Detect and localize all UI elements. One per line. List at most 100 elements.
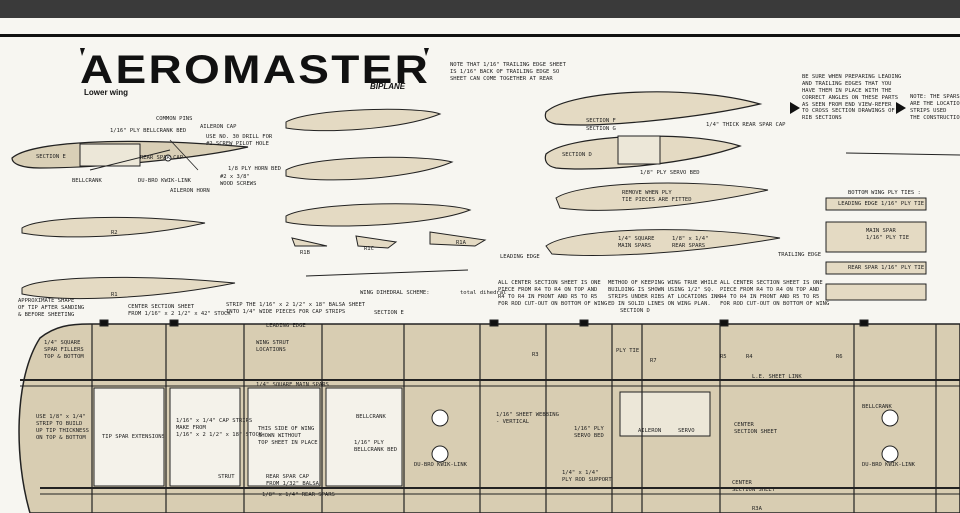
page-subtitle: Lower wing <box>84 88 128 97</box>
rib-label: R3 <box>532 352 539 358</box>
label: WING DIHEDRAL SCHEME: <box>360 290 430 296</box>
label: TIP SPAR EXTENSIONS <box>102 434 165 440</box>
rib-r1b <box>291 237 328 247</box>
label: DU-BRO KWIK-LINK <box>862 462 915 468</box>
label: REAR SPAR 1/16" PLY TIE <box>848 265 925 271</box>
label: TRAILING EDGE <box>778 252 822 258</box>
window-top-bar <box>0 0 960 18</box>
label: NOTE: THE SPARS ARE THE LOCATION STRIPS … <box>910 94 960 121</box>
label: REMOVE WHEN PLY TIE PIECES ARE FITTED <box>622 190 692 203</box>
rib-label: R7 <box>650 358 657 364</box>
rib-label: R4 <box>746 354 753 360</box>
label: R1B <box>300 250 310 256</box>
label: DU-BRO KWIK-LINK <box>138 178 191 184</box>
label: LEADING EDGE <box>500 254 540 260</box>
label: USE 1/8" x 1/4" STRIP TO BUILD UP TIP TH… <box>36 414 89 441</box>
note-arrow <box>790 102 800 114</box>
label: 1/16" SHEET WEBBING - VERTICAL <box>496 412 559 425</box>
label: LEADING EDGE 1/16" PLY TIE <box>838 201 925 207</box>
label: L.E. SHEET LINK <box>752 374 802 380</box>
rib-middle-3 <box>285 203 472 227</box>
label: SECTION F <box>586 118 616 124</box>
quote-mark-left <box>80 48 85 56</box>
label: R1C <box>364 246 374 252</box>
servo-box <box>617 135 661 165</box>
label: 1/8" x 1/4" REAR SPARS <box>672 236 709 249</box>
label: BE SURE WHEN PREPARING LEADING AND TRAIL… <box>802 74 902 122</box>
label: CENTER SECTION SHEET <box>734 422 778 435</box>
label: THIS SIDE OF WING SHOWN WITHOUT TOP SHEE… <box>258 426 318 446</box>
wing-plan <box>18 319 960 513</box>
ply-tie-bottom <box>825 283 927 301</box>
label: COMMON PINS <box>156 116 193 122</box>
sheet-border-line <box>0 34 960 37</box>
blueprint-drawing <box>11 48 960 513</box>
wire-rod <box>845 152 960 156</box>
label: MAIN SPAR 1/16" PLY TIE <box>866 228 910 241</box>
biplane-tag: BIPLANE <box>370 82 406 91</box>
rib-r1-upper <box>21 216 206 238</box>
label: BELLCRANK <box>862 404 892 410</box>
label: 1/4" SQUARE MAIN SPARS <box>618 236 655 249</box>
section-e-rib <box>11 139 249 171</box>
label: METHOD OF KEEPING WING TRUE WHILE BUILDI… <box>608 280 724 307</box>
label: REAR SPAR CAP <box>140 155 184 161</box>
label: LEADING EDGE <box>266 323 306 329</box>
label: AILERON CAP <box>200 124 237 130</box>
rib-label: R5 <box>720 354 727 360</box>
rib-r1c <box>355 235 398 249</box>
dihedral-line <box>305 269 469 277</box>
rib-label: R1 <box>111 292 118 298</box>
label: #2 x 3/8" WOOD SCREWS <box>220 174 257 187</box>
label: 1/4" THICK REAR SPAR CAP <box>706 122 786 128</box>
rib-middle-2 <box>285 156 454 181</box>
label: BELLCRANK <box>356 414 386 420</box>
blueprint-sheet: AEROMASTER Lower wing BIPLANE COMMON PIN… <box>0 18 960 513</box>
section-f-rib <box>544 91 763 126</box>
label: AILERON <box>638 428 662 434</box>
label: SECTION G <box>586 126 616 132</box>
label: SECTION D <box>620 308 650 314</box>
label: USE NO. 30 DRILL FOR #2 SCREW PILOT HOLE <box>206 134 273 147</box>
label: DU-BRO KWIK-LINK <box>414 462 467 468</box>
label: SECTION E <box>36 154 66 160</box>
rib-label: R2 <box>111 230 118 236</box>
label: 1/4" x 1/4" PLY ROD SUPPORT <box>562 470 612 483</box>
label: R1A <box>456 240 466 246</box>
label: 1/8" PLY SERVO BED <box>640 170 700 176</box>
label: STRUT <box>218 474 235 480</box>
label: ALL CENTER SECTION SHEET IS ONE PIECE FR… <box>720 280 830 307</box>
label: PLY TIE <box>616 348 640 354</box>
le-ply-tie <box>825 197 927 211</box>
label: CENTER SECTION SHEET FROM 1/16" x 2 1/2"… <box>128 304 231 317</box>
main-spar-ply-tie <box>825 221 927 253</box>
label: 1/8 PLY HORN BED <box>228 166 281 172</box>
label: BOTTOM WING PLY TIES : <box>848 190 921 196</box>
rib-r1a <box>429 231 487 247</box>
rib-right-4 <box>545 229 781 256</box>
label: 1/16" PLY BELLCRANK BED <box>354 440 398 453</box>
rib-middle-1 <box>285 108 442 132</box>
rib-label: R6 <box>836 354 843 360</box>
page-title: AEROMASTER <box>80 48 431 92</box>
label: 1/16" PLY SERVO BED <box>574 426 604 439</box>
label: CENTER SECTION SHEET <box>732 480 776 493</box>
label: SECTION D <box>562 152 592 158</box>
rear-spar-ply-tie <box>825 261 927 275</box>
label: WING STRUT LOCATIONS <box>256 340 290 353</box>
label: 1/16" PLY BELLCRANK BED <box>110 128 187 134</box>
label: 1/16" x 1/4" CAP STRIPS MAKE FROM 1/16" … <box>176 418 263 438</box>
label: AILERON HORN <box>170 188 210 194</box>
rib-label: R3A <box>752 506 762 512</box>
label: APPROXIMATE SHAPE OF TIP AFTER SANDING &… <box>18 298 85 318</box>
label: 1/4" SQUARE MAIN SPARS <box>256 382 329 388</box>
label: SECTION E <box>374 310 404 316</box>
label: REAR SPAR CAP FROM 1/32" BALSA <box>266 474 319 487</box>
label: STRIP THE 1/16" x 2 1/2" x 18" BALSA SHE… <box>226 302 366 315</box>
label: ALL CENTER SECTION SHEET IS ONE PIECE FR… <box>498 280 608 307</box>
label: 1/4" SQUARE SPAR FILLERS TOP & BOTTOM <box>44 340 84 360</box>
label: SERVO <box>678 428 695 434</box>
label: BELLCRANK <box>72 178 102 184</box>
quote-mark-right <box>424 48 429 56</box>
rib-r1-lower <box>21 276 236 299</box>
